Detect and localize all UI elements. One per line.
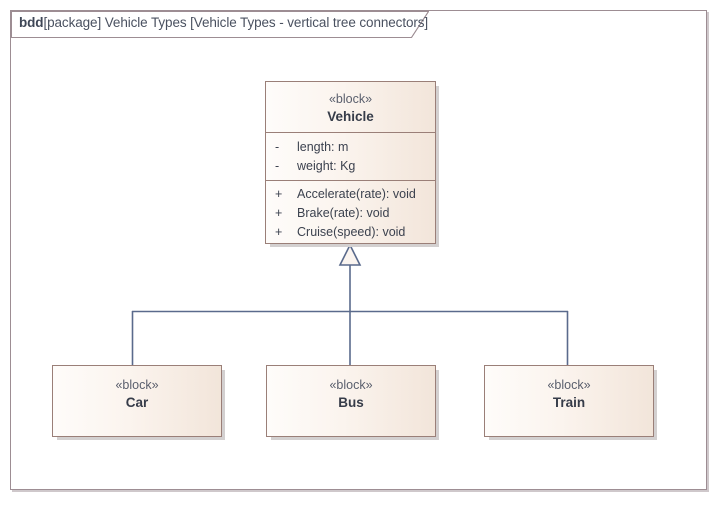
block-bus[interactable]: «block» Bus <box>266 365 436 437</box>
diagram-scope-label: [package] Vehicle Types [Vehicle Types -… <box>43 15 429 30</box>
operation-row: + Cruise(speed): void <box>266 223 435 242</box>
block-car[interactable]: «block» Car <box>52 365 222 437</box>
attribute-row: - length: m <box>266 138 435 157</box>
operation-visibility: + <box>275 187 283 201</box>
block-bus-name: Bus <box>338 395 364 410</box>
block-vehicle-header: «block» Vehicle <box>266 82 435 132</box>
attribute-visibility: - <box>275 140 280 154</box>
operation-label: Brake(rate): void <box>297 206 390 220</box>
block-train-stereotype: «block» <box>547 378 591 392</box>
operation-label: Cruise(speed): void <box>297 225 406 239</box>
block-car-name: Car <box>125 395 149 410</box>
attribute-row: - weight: Kg <box>266 157 435 176</box>
operation-row: + Accelerate(rate): void <box>266 185 435 204</box>
block-car-stereotype: «block» <box>115 378 159 392</box>
block-vehicle-attributes: - length: m - weight: Kg <box>266 132 435 180</box>
block-vehicle-name: Vehicle <box>327 109 374 124</box>
block-train[interactable]: «block» Train <box>484 365 654 437</box>
attribute-label: weight: Kg <box>297 159 356 173</box>
attribute-visibility: - <box>275 159 280 173</box>
block-vehicle-stereotype: «block» <box>328 92 373 106</box>
block-vehicle-operations: + Accelerate(rate): void + Brake(rate): … <box>266 180 435 245</box>
block-vehicle[interactable]: «block» Vehicle - length: m - weight: Kg… <box>265 81 436 244</box>
frame-label-tab-shape <box>11 11 429 38</box>
operation-visibility: + <box>275 225 283 239</box>
block-car-header: «block» Car <box>53 366 221 420</box>
operation-label: Accelerate(rate): void <box>297 187 416 201</box>
block-bus-header: «block» Bus <box>267 366 435 420</box>
attribute-label: length: m <box>297 140 349 154</box>
operation-row: + Brake(rate): void <box>266 204 435 223</box>
block-bus-stereotype: «block» <box>329 378 373 392</box>
block-train-header: «block» Train <box>485 366 653 420</box>
block-train-name: Train <box>552 395 586 410</box>
diagram-frame-label: bdd[package] Vehicle Types [Vehicle Type… <box>19 15 428 30</box>
diagram-frame-label-tab[interactable]: bdd[package] Vehicle Types [Vehicle Type… <box>11 11 429 38</box>
operation-visibility: + <box>275 206 283 220</box>
diagram-kind-label: bdd <box>19 15 44 30</box>
